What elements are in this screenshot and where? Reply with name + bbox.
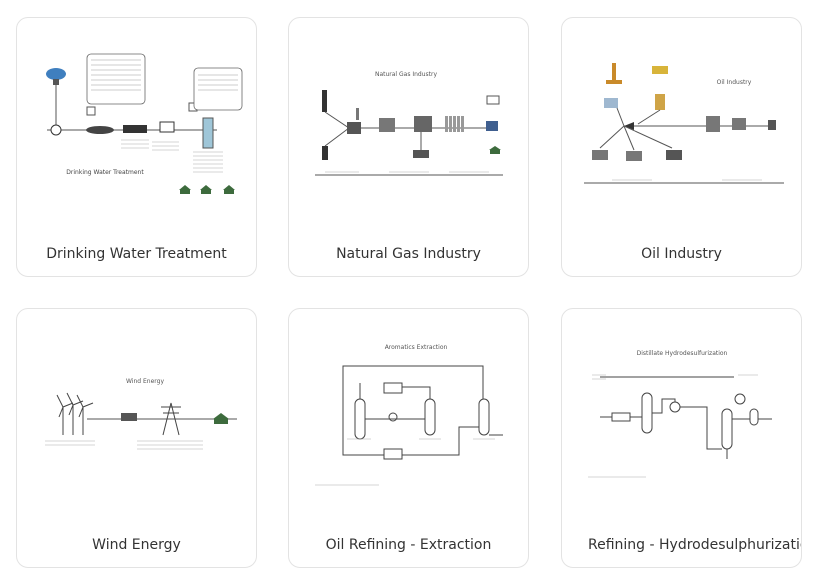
card-title: Oil Industry — [641, 246, 722, 262]
card-title: Natural Gas Industry — [336, 246, 481, 262]
svg-text:Drinking Water Treatment: Drinking Water Treatment — [66, 169, 144, 176]
card-title: Wind Energy — [92, 537, 181, 553]
diagram-thumbnail: Wind Energy — [45, 378, 237, 450]
template-card-drinking-water-treatment[interactable]: Drinking Water Treatment Drinking Water … — [16, 17, 257, 277]
diagram-thumbnail: Oil Industry — [584, 63, 784, 184]
template-card-refining-hydrodesulphurization[interactable]: Distillate Hydrodesulfurization Refining… — [561, 308, 802, 568]
diagram-thumbnail: Natural Gas Industry — [315, 71, 503, 176]
svg-text:Natural Gas Industry: Natural Gas Industry — [375, 71, 438, 78]
card-title: Refining - Hydrodesulphurization — [588, 537, 801, 553]
template-card-natural-gas-industry[interactable]: Natural Gas Industry Natural Gas Industr… — [288, 17, 529, 277]
svg-text:Oil Industry: Oil Industry — [717, 79, 752, 86]
card-title: Drinking Water Treatment — [46, 246, 227, 262]
diagram-thumbnail: Drinking Water Treatment — [46, 53, 243, 194]
diagram-thumbnail: Aromatics Extraction — [315, 344, 503, 486]
template-card-wind-energy[interactable]: Wind Energy Wind Energy — [16, 308, 257, 568]
card-title: Oil Refining - Extraction — [325, 537, 492, 553]
template-card-oil-refining-extraction[interactable]: Aromatics Extraction Oil Refining - Extr… — [288, 308, 529, 568]
diagram-thumbnail: Distillate Hydrodesulfurization — [588, 350, 772, 478]
svg-text:Wind Energy: Wind Energy — [126, 378, 164, 385]
template-card-oil-industry[interactable]: Oil Industry Oil Industry — [561, 17, 802, 277]
svg-text:Distillate Hydrodesulfurizatio: Distillate Hydrodesulfurization — [637, 350, 728, 357]
svg-text:Aromatics Extraction: Aromatics Extraction — [385, 344, 448, 351]
